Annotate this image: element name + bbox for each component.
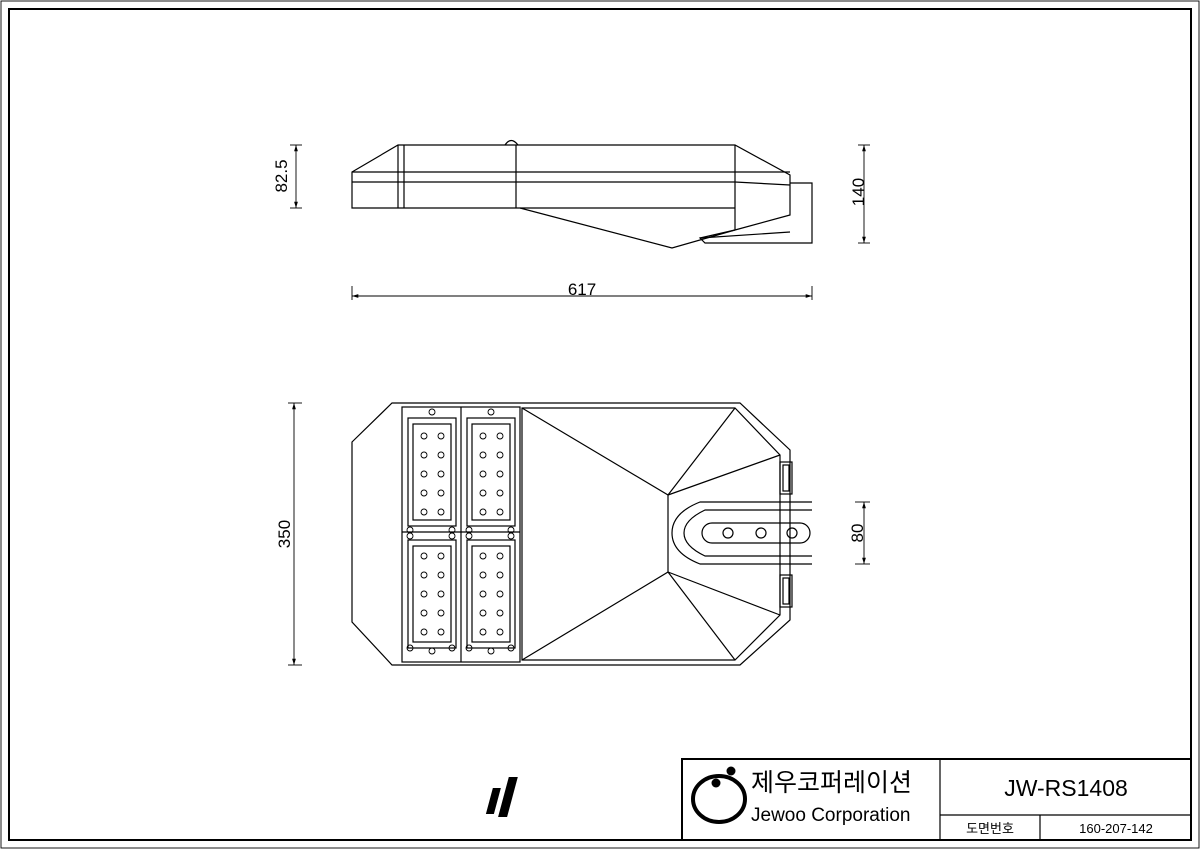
sheet-frame [8,8,1192,841]
side-view [351,139,813,249]
drawing-number-label: 도면번호 [966,821,1014,836]
top-view [351,402,812,666]
dim-length [351,286,813,300]
jewoo-logo-icon [485,766,747,824]
dim-label-617: 617 [568,280,596,299]
dim-label-80: 80 [848,524,867,543]
model-number: JW-RS1408 [1004,775,1128,801]
dim-label-140: 140 [849,178,868,206]
led-modules [406,408,516,655]
dim-label-82-5: 82.5 [272,159,291,192]
drawing-number: 160-207-142 [1079,821,1153,836]
dim-top-width [288,402,302,666]
title-block [485,758,1192,841]
company-name-korean: 제우코퍼레이션 [751,769,912,797]
dim-label-350: 350 [275,520,294,548]
company-name-english: Jewoo Corporation [751,805,910,826]
dim-side-height-right [858,144,870,244]
dim-bracket-width [855,501,870,565]
dim-side-height-left [290,144,302,209]
